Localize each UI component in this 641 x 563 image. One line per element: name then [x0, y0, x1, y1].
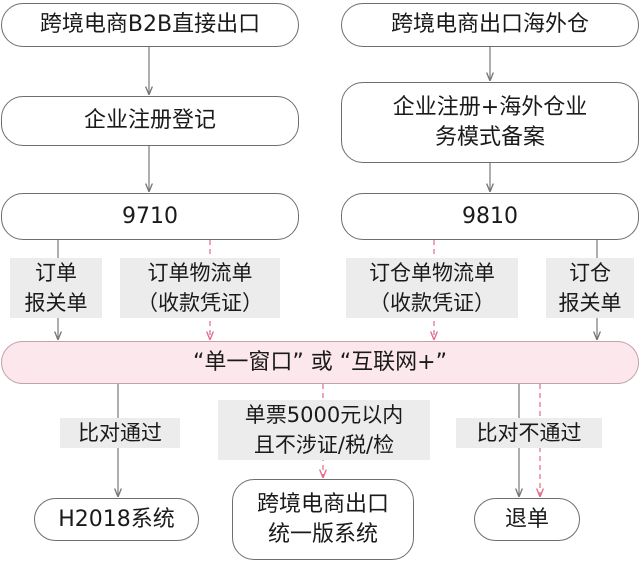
- right-mode-box: 跨境电商出口海外仓: [341, 3, 639, 47]
- edge-label-right-grey: 订仓 报关单: [546, 258, 634, 318]
- edge-label-right-pink: 订仓单物流单 （收款凭证）: [346, 258, 518, 318]
- edge-label-pass: 比对通过: [60, 418, 180, 448]
- unified-system-line-1: 跨境电商出口: [256, 491, 389, 517]
- code-9710-label: 9710: [122, 203, 178, 229]
- code-9810-label: 9810: [462, 203, 518, 229]
- refund-label: 退单: [504, 506, 549, 532]
- refund-box: 退单: [474, 498, 580, 541]
- left-registration-box: 企业注册登记: [1, 96, 299, 146]
- edge-label-fail: 比对不通过: [456, 418, 602, 448]
- single-window-bar: “单一窗口” 或 “互联网+”: [1, 341, 639, 384]
- edge-label-left-pink: 订单物流单 （收款凭证）: [120, 258, 280, 318]
- h2018-system-label: H2018系统: [58, 506, 175, 532]
- right-mode-label: 跨境电商出口海外仓: [390, 12, 589, 37]
- right-registration-line-2: 务模式备案: [434, 124, 545, 150]
- right-registration-line-1: 企业注册+海外仓业: [392, 94, 588, 120]
- h2018-system-box: H2018系统: [34, 498, 199, 541]
- code-9810-box: 9810: [341, 193, 639, 240]
- unified-system-box: 跨境电商出口 统一版系统: [232, 479, 414, 560]
- right-registration-box: 企业注册+海外仓业 务模式备案: [341, 82, 639, 163]
- left-mode-box: 跨境电商B2B直接出口: [1, 3, 299, 47]
- left-mode-label: 跨境电商B2B直接出口: [39, 12, 261, 37]
- unified-system-line-2: 统一版系统: [267, 521, 378, 547]
- edge-label-small-parcel: 单票5000元以内 且不涉证/税/检: [218, 400, 430, 460]
- single-window-label: “单一窗口” 或 “互联网+”: [192, 349, 447, 375]
- edge-label-left-grey: 订单 报关单: [10, 258, 102, 318]
- left-registration-label: 企业注册登记: [83, 108, 216, 133]
- code-9710-box: 9710: [1, 193, 299, 240]
